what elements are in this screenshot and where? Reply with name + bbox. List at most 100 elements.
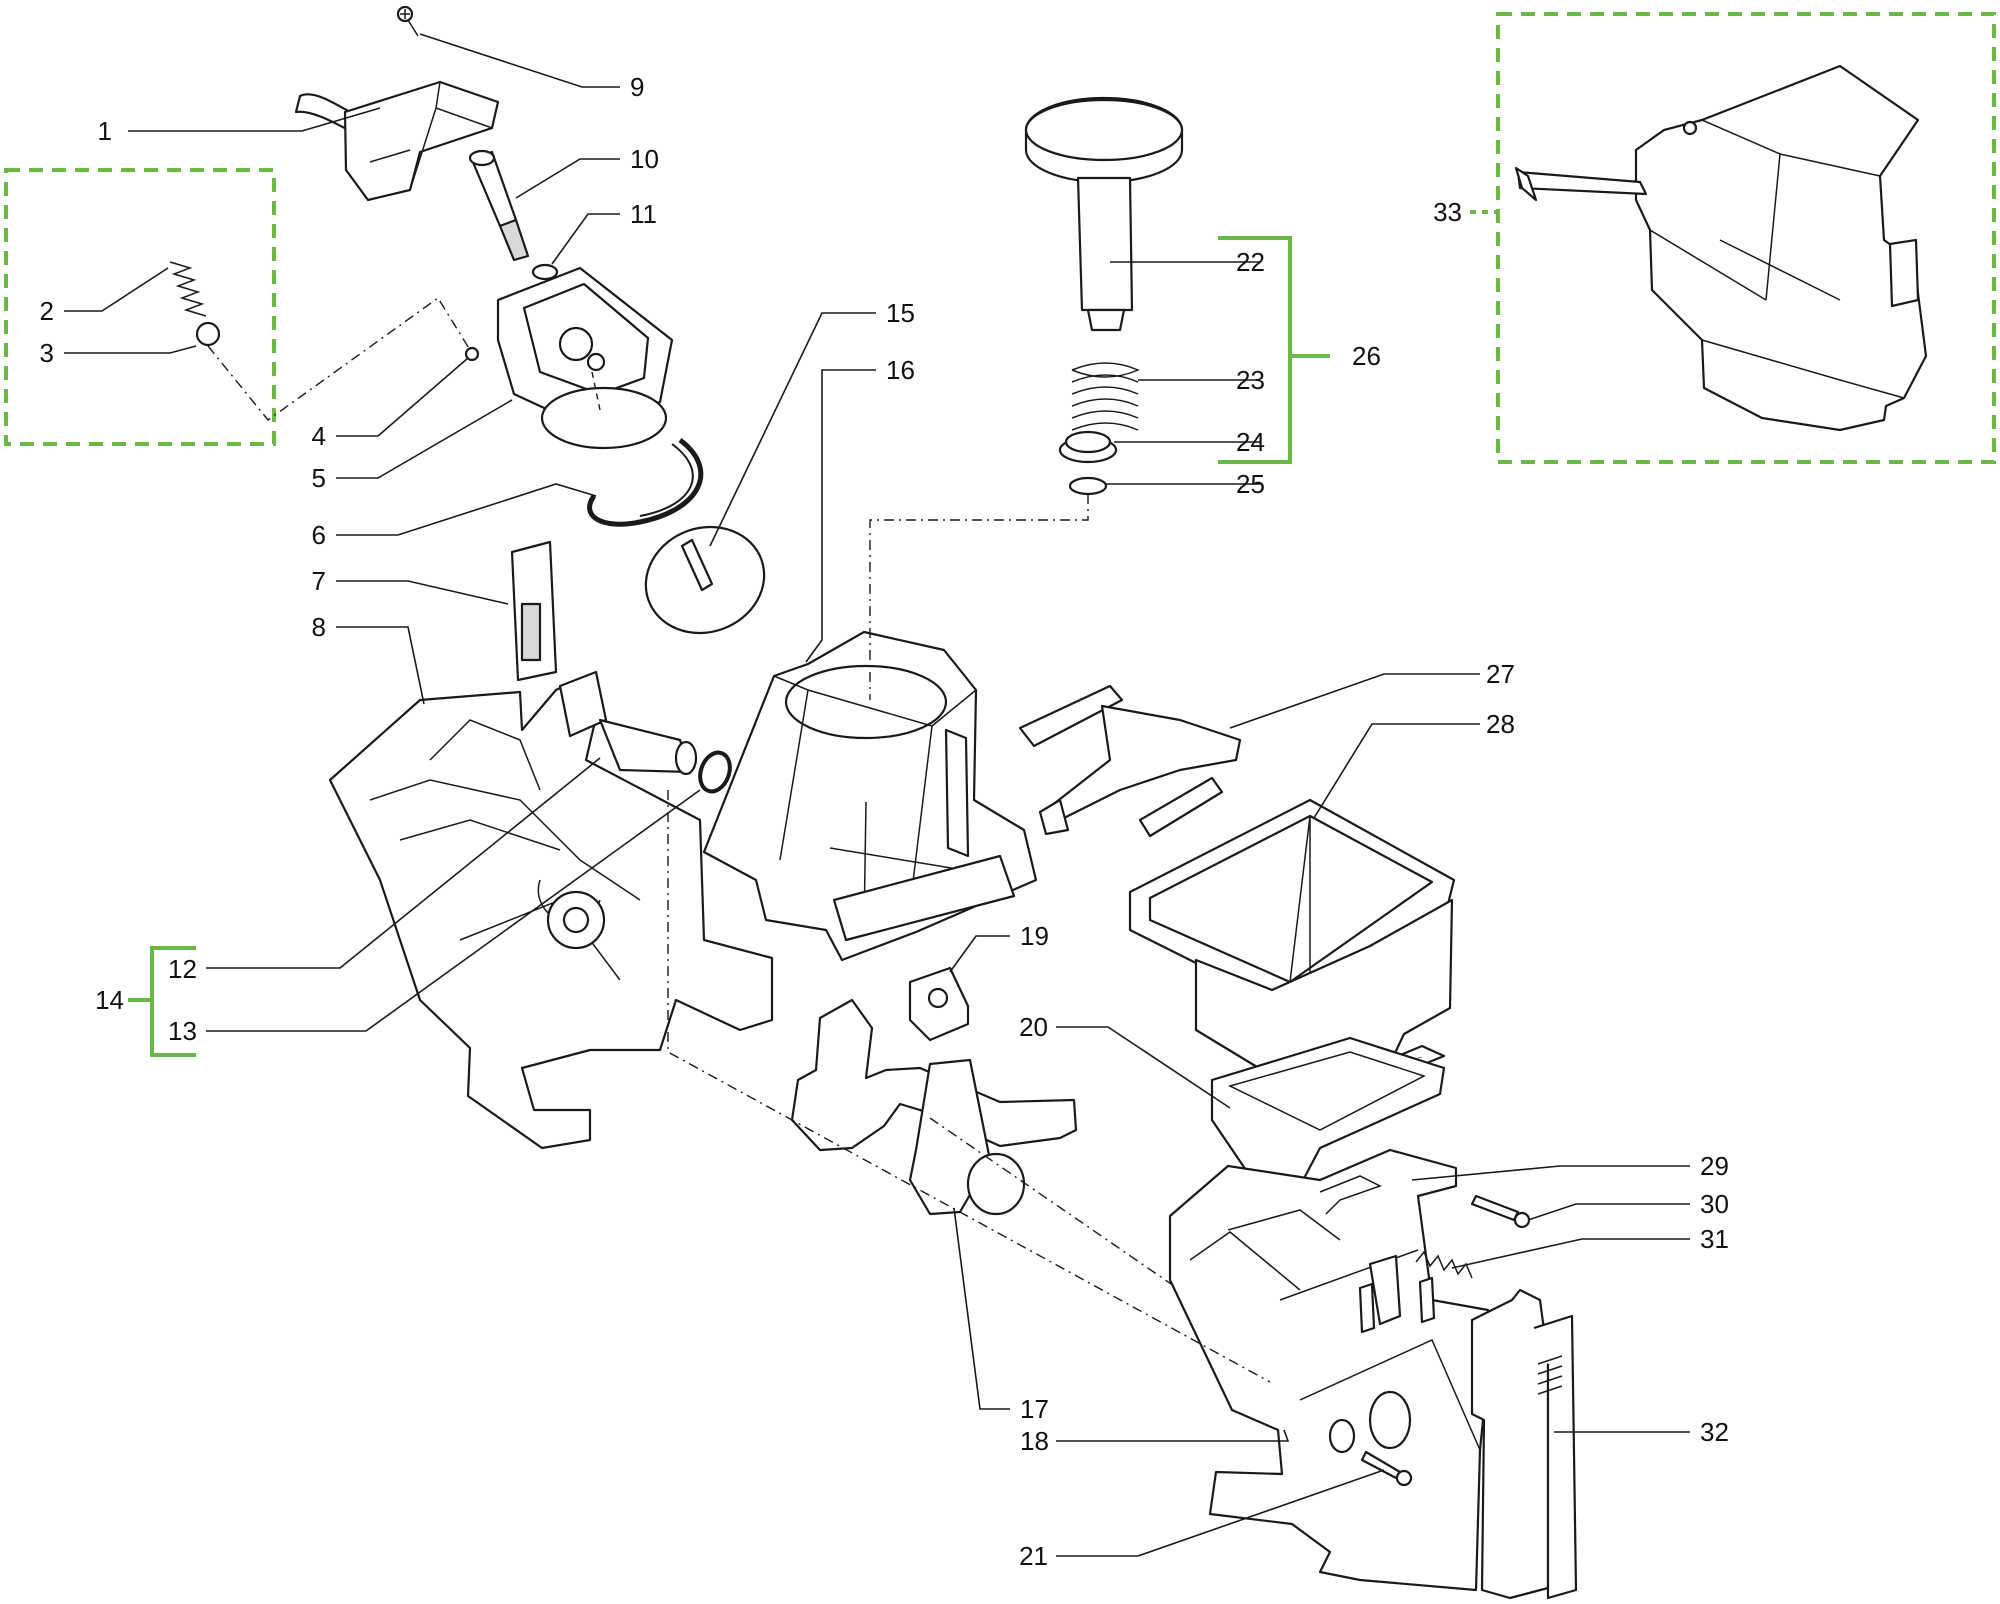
align-line-25-16 bbox=[869, 494, 1089, 700]
part-13-o-ring bbox=[698, 750, 732, 794]
leader-4 bbox=[336, 357, 469, 437]
part-8-main-frame bbox=[328, 678, 774, 1150]
callout-19: 19 bbox=[1020, 921, 1049, 951]
group-box-left bbox=[4, 168, 276, 446]
part-6-gasket bbox=[587, 438, 704, 527]
leader-8 bbox=[336, 626, 425, 705]
callout-9: 9 bbox=[630, 72, 644, 102]
part-15-plunger-disc bbox=[644, 525, 766, 635]
leader-6 bbox=[336, 483, 597, 536]
callout-32: 32 bbox=[1700, 1417, 1729, 1447]
callout-6: 6 bbox=[312, 520, 326, 550]
leader-19 bbox=[949, 935, 1010, 973]
leader-11 bbox=[551, 213, 620, 265]
callout-33: 33 bbox=[1433, 197, 1462, 227]
callout-4: 4 bbox=[312, 421, 326, 451]
callout-25: 25 bbox=[1236, 469, 1265, 499]
callout-28: 28 bbox=[1486, 709, 1515, 739]
callout-8: 8 bbox=[312, 612, 326, 642]
part-21-screw bbox=[1360, 1450, 1413, 1487]
callout-27: 27 bbox=[1486, 659, 1515, 689]
part-11-ring bbox=[531, 263, 559, 281]
callout-15: 15 bbox=[886, 298, 915, 328]
leader-28 bbox=[1313, 723, 1480, 819]
leader-30 bbox=[1527, 1203, 1690, 1221]
part-33-assembly bbox=[1514, 64, 1928, 432]
part-27-lever-arms bbox=[1018, 684, 1242, 838]
callout-14: 14 bbox=[95, 985, 124, 1015]
callout-10: 10 bbox=[630, 144, 659, 174]
part-19-block bbox=[908, 966, 970, 1042]
leader-10 bbox=[515, 158, 620, 199]
leader-12 bbox=[206, 757, 601, 969]
leader-3 bbox=[64, 345, 197, 354]
part-9-screw bbox=[396, 5, 419, 37]
callout-5: 5 bbox=[312, 463, 326, 493]
part-31-spring bbox=[1415, 1250, 1473, 1279]
callout-11: 11 bbox=[630, 199, 657, 229]
part-30-screw bbox=[1470, 1194, 1531, 1229]
callout-18: 18 bbox=[1020, 1426, 1049, 1456]
part-32-handle bbox=[1470, 1288, 1578, 1600]
callout-12: 12 bbox=[168, 954, 197, 984]
bracket-26 bbox=[1218, 236, 1330, 464]
part-10-pin bbox=[468, 149, 530, 262]
leader-1 bbox=[128, 107, 381, 132]
part-28-hopper: PRESS bbox=[1128, 798, 1456, 1102]
part-3-ball bbox=[195, 321, 221, 347]
part-25-o-ring bbox=[1068, 476, 1108, 496]
leader-16 bbox=[805, 369, 876, 663]
part-5-valve-body bbox=[496, 266, 674, 450]
callout-24: 24 bbox=[1236, 427, 1265, 457]
align-line-17-18 bbox=[929, 1117, 1175, 1287]
group-box-right bbox=[1496, 12, 1996, 464]
callout-21: 21 bbox=[1019, 1541, 1048, 1571]
leader-17 bbox=[953, 1207, 1010, 1410]
align-line-2-3 bbox=[207, 296, 471, 421]
part-24-collar bbox=[1058, 430, 1118, 464]
align-line-8-18 bbox=[667, 790, 1271, 1383]
leader-29 bbox=[1411, 1165, 1690, 1181]
part-1-lever bbox=[294, 80, 500, 202]
part-18-lower-housing bbox=[1168, 1148, 1492, 1592]
callout-3: 3 bbox=[40, 338, 54, 368]
callout-29: 29 bbox=[1700, 1151, 1729, 1181]
callout-17: 17 bbox=[1020, 1394, 1049, 1424]
part-12-fitting bbox=[558, 670, 698, 776]
callout-13: 13 bbox=[168, 1016, 197, 1046]
part-16-housing bbox=[702, 630, 1038, 962]
callout-2: 2 bbox=[40, 296, 54, 326]
callout-1: 1 bbox=[98, 116, 112, 146]
part-7-slide-plate bbox=[510, 540, 558, 682]
leader-2 bbox=[64, 267, 169, 312]
leader-21 bbox=[1056, 1469, 1385, 1557]
part-6-gasket-inner bbox=[639, 443, 694, 517]
leader-13 bbox=[206, 789, 701, 1032]
callout-7: 7 bbox=[312, 566, 326, 596]
callout-20: 20 bbox=[1019, 1012, 1048, 1042]
part-22-piston bbox=[1024, 96, 1184, 332]
part-4-ball bbox=[464, 346, 480, 362]
part-20-tray bbox=[1210, 1036, 1446, 1188]
callout-22: 22 bbox=[1236, 247, 1265, 277]
part-29-wire-spring bbox=[1319, 1175, 1382, 1215]
leader-9 bbox=[419, 33, 620, 88]
leader-15 bbox=[709, 312, 876, 547]
part-2-spring bbox=[169, 261, 207, 317]
callout-31: 31 bbox=[1700, 1224, 1729, 1254]
part-23-spring bbox=[1071, 362, 1140, 431]
leader-20 bbox=[1056, 1026, 1231, 1109]
part-17-lever bbox=[790, 998, 1078, 1216]
callout-23: 23 bbox=[1236, 365, 1265, 395]
leader-31 bbox=[1451, 1238, 1690, 1269]
bracket-14 bbox=[128, 946, 196, 1057]
leader-18 bbox=[1056, 1429, 1290, 1442]
leader-5 bbox=[336, 399, 513, 479]
callout-26: 26 bbox=[1352, 341, 1381, 371]
leader-27 bbox=[1229, 673, 1480, 729]
callout-16: 16 bbox=[886, 355, 915, 385]
callout-30: 30 bbox=[1700, 1189, 1729, 1219]
leader-7 bbox=[336, 580, 509, 605]
